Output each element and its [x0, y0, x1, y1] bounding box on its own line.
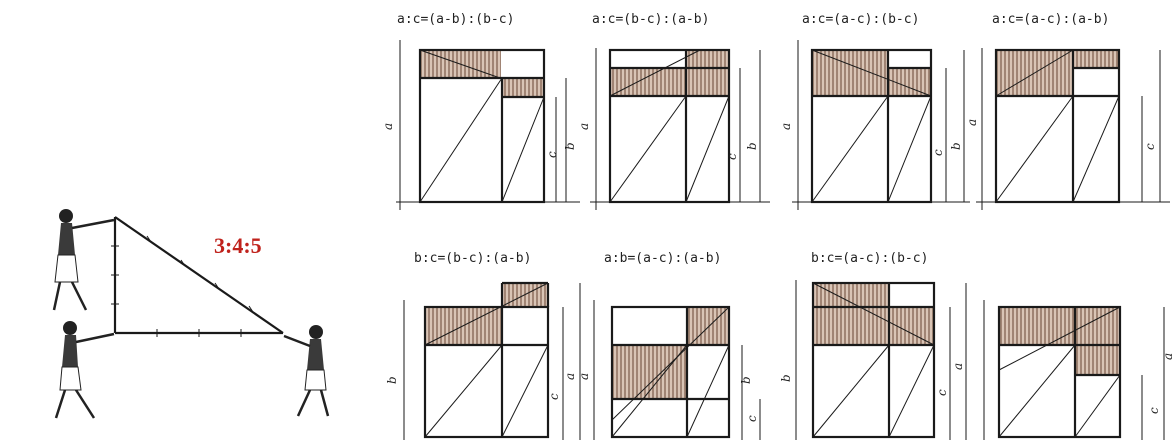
side-label-c: c: [1147, 407, 1161, 414]
side-label-c: c: [1143, 143, 1157, 150]
side-label-a: a: [563, 373, 577, 380]
side-label-a: a: [965, 119, 979, 126]
side-label-c: c: [935, 389, 949, 396]
egyptian-figure-right: [283, 325, 330, 417]
side-label-a: a: [951, 363, 965, 370]
proportion-panel-1: a c b: [381, 40, 580, 210]
formula-5: b:c=(b-c):(a-b): [414, 251, 531, 266]
egyptian-figure-top: [52, 209, 115, 311]
side-label-b: b: [949, 142, 963, 150]
side-label-c: c: [745, 415, 759, 422]
egyptian-figure-bottom-left: [54, 321, 115, 419]
side-label-a: a: [1161, 353, 1175, 360]
proportion-panel-4: a c: [965, 48, 1170, 210]
side-label-b: b: [779, 374, 793, 382]
formula-6: a:b=(a-c):(a-b): [604, 251, 721, 266]
side-label-b: b: [385, 376, 399, 384]
side-label-a: a: [779, 123, 793, 130]
formula-7: b:c=(a-c):(b-c): [811, 251, 928, 266]
side-label-c: c: [725, 153, 739, 160]
proportion-panel-8: c a: [983, 300, 1175, 440]
side-label-c: c: [545, 151, 559, 158]
formula-1: a:c=(a-b):(b-c): [397, 12, 514, 27]
side-label-a: a: [577, 123, 591, 130]
formula-4: a:c=(a-c):(a-b): [992, 12, 1109, 27]
proportion-panel-7: b c a: [779, 280, 967, 440]
side-label-b: b: [739, 376, 753, 384]
side-label-b: b: [563, 142, 577, 150]
formula-3: a:c=(a-c):(b-c): [802, 12, 919, 27]
side-label-a: a: [381, 123, 395, 130]
side-label-a: a: [577, 373, 591, 380]
proportion-panel-2: a c b: [577, 48, 770, 210]
side-label-c: c: [547, 393, 561, 400]
formula-labels: a:c=(a-b):(b-c) a:c=(b-c):(a-b) a:c=(a-c…: [397, 12, 1109, 266]
ratio-label: 3:4:5: [214, 233, 262, 258]
rope-stretchers-illustration: 3:4:5: [52, 209, 330, 419]
side-label-c: c: [931, 149, 945, 156]
proportion-panel-6: a b c: [577, 300, 761, 440]
proportion-panel-3: a c b: [779, 40, 970, 210]
side-label-b: b: [745, 142, 759, 150]
formula-2: a:c=(b-c):(a-b): [592, 12, 709, 27]
proportion-panel-5: b c a: [385, 281, 581, 440]
rope-triangle: [111, 216, 284, 337]
